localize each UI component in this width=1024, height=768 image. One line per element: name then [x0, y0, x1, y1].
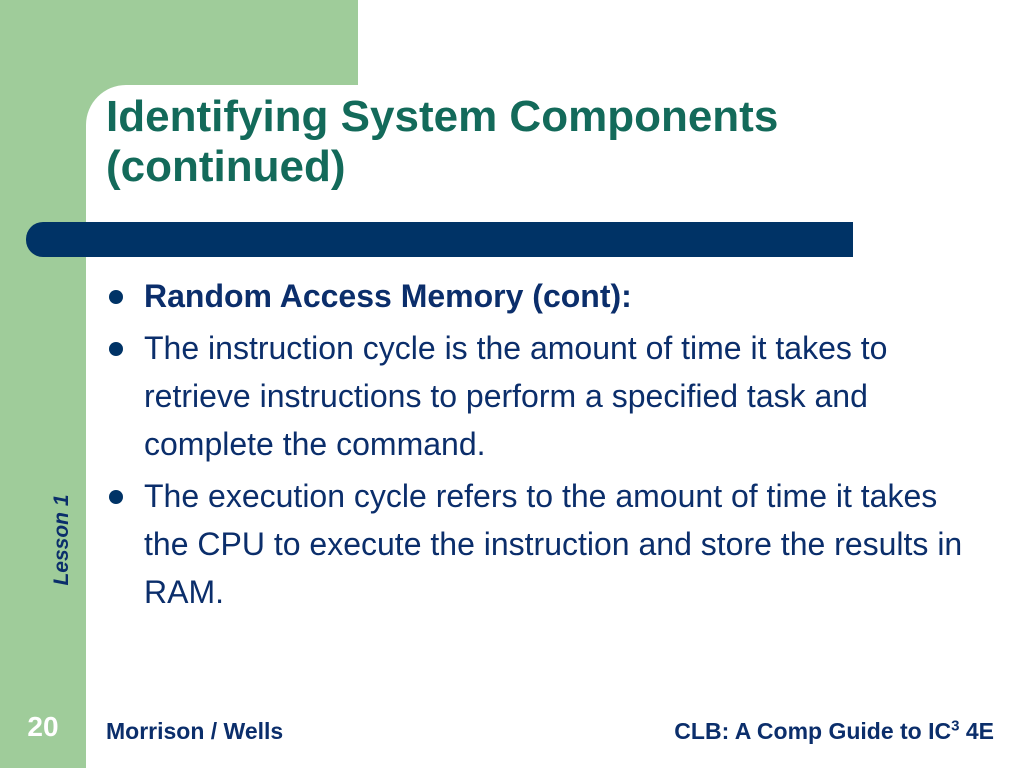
footer-book-title-edition: 4E: [959, 718, 994, 744]
footer-book-title-main: CLB: A Comp Guide to IC: [674, 718, 952, 744]
bullet-dot-icon: [109, 342, 123, 356]
footer-book-title-superscript: 3: [951, 717, 960, 735]
title-underline-bar: [26, 222, 853, 257]
footer-authors: Morrison / Wells: [106, 718, 284, 744]
bullet-item: The execution cycle refers to the amount…: [106, 472, 966, 616]
page-number: 20: [27, 711, 59, 742]
left-accent-band: [0, 0, 86, 768]
bullet-text: The instruction cycle is the amount of t…: [144, 330, 888, 462]
bullet-dot-icon: [109, 490, 123, 504]
bullet-text: Random Access Memory (cont):: [144, 278, 632, 314]
slide-title-line-1: Identifying System Components: [106, 92, 779, 141]
content-corner: [86, 85, 166, 165]
footer-book-title: CLB: A Comp Guide to IC3 4E: [674, 716, 994, 746]
bullet-list: Random Access Memory (cont): The instruc…: [106, 272, 966, 620]
slide-title-line-2: (continued): [106, 142, 346, 191]
slide-title: Identifying System Components (continued…: [106, 92, 1006, 192]
bullet-item: Random Access Memory (cont):: [106, 272, 966, 320]
bullet-item: The instruction cycle is the amount of t…: [106, 324, 966, 468]
top-accent-band: [86, 0, 358, 85]
lesson-label: Lesson 1: [50, 494, 73, 586]
bullet-dot-icon: [109, 290, 123, 304]
bullet-text: The execution cycle refers to the amount…: [144, 478, 963, 610]
